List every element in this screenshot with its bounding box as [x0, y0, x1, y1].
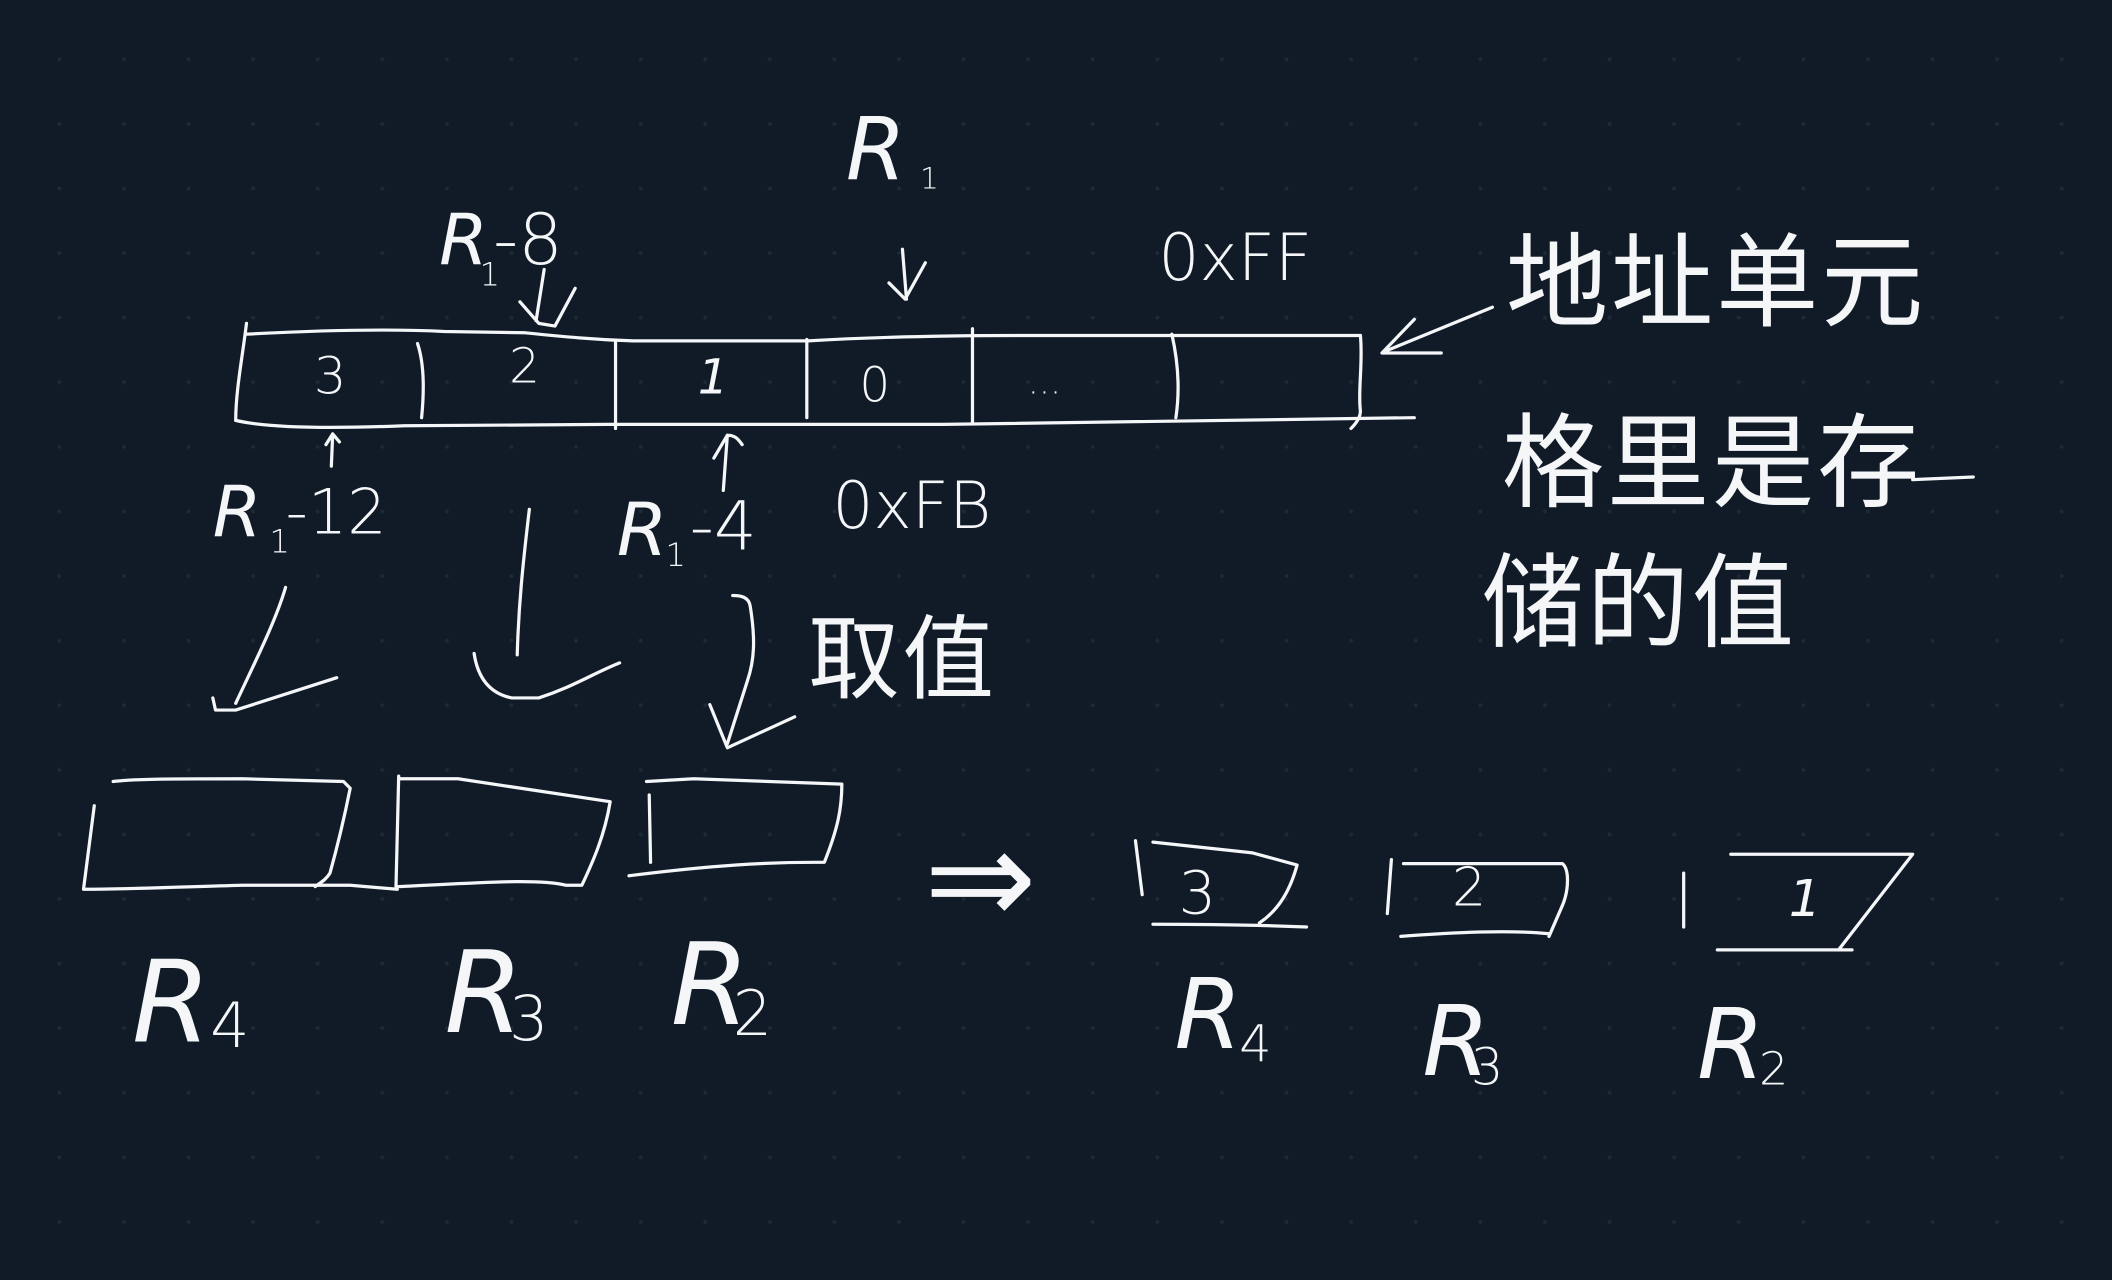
register-box [81, 777, 399, 891]
r4-sub: 4 [210, 989, 249, 1062]
registers-before: R 4 R 3 R 2 [81, 774, 844, 1069]
cell-value-ellipsis: ... [1028, 361, 1061, 402]
r1m4-base: R [617, 488, 668, 573]
register-value: 2 [1452, 855, 1486, 918]
r1m8-sub: 1 [480, 256, 501, 294]
label-r1-minus-12: R 1 -12 [213, 432, 387, 560]
r3-sub: 3 [1471, 1038, 1504, 1098]
register-r3-filled: 2 R 3 [1385, 855, 1570, 1098]
registers-after: 3 R 4 2 R 3 1 R 2 [1133, 839, 1915, 1101]
register-box [1385, 858, 1570, 939]
annotation-address-unit: 地址单元 [1380, 224, 1926, 355]
register-r4-empty: R 4 [81, 777, 399, 1069]
arrow-left-icon [1380, 305, 1495, 355]
load-arrows: 取值 [211, 507, 997, 750]
arrow-load-r2-icon [708, 593, 797, 750]
register-r2-filled: 1 R 2 [1682, 852, 1915, 1101]
r3-sub: 3 [509, 982, 548, 1055]
r1m4-sub: 1 [665, 536, 686, 574]
cell-value-2: 2 [509, 339, 540, 395]
r1m12-sub: 1 [269, 522, 290, 560]
arrow-down-icon [518, 267, 577, 328]
r1m8-suffix: -8 [493, 199, 563, 281]
address-label-0xfb: 0xFB [832, 469, 991, 544]
r4-base: R [1175, 958, 1242, 1071]
r1m12-base: R [213, 471, 262, 553]
address-label-0xff: 0xFF [1158, 221, 1312, 296]
strip-bottom-edge [234, 416, 1416, 429]
implies-arrow-icon: ⇒ [924, 799, 1037, 956]
r1m4-suffix: -4 [690, 487, 757, 566]
r1m8-base: R [439, 199, 488, 281]
r4-base: R [132, 936, 211, 1068]
register-value: 3 [1179, 859, 1217, 928]
strip-top-edge [244, 328, 1363, 343]
cell-value-0: 0 [859, 358, 890, 414]
r3-base: R [1422, 985, 1489, 1098]
arrow-down-icon [887, 247, 927, 301]
r2-sub: 2 [733, 977, 772, 1050]
arrow-load-r4-icon [211, 585, 339, 712]
strip-left-edge [234, 321, 249, 422]
register-r2-empty: R 2 [627, 777, 844, 1051]
cell-divider-1 [415, 341, 425, 420]
r2-sub: 2 [1759, 1042, 1788, 1096]
register-box [1682, 852, 1915, 952]
memory-strip: 3 2 1 0 ... [234, 321, 1416, 431]
r2-base: R [1697, 988, 1764, 1101]
register-box [627, 777, 844, 878]
r1m12-suffix: -12 [286, 476, 387, 549]
arrow-up-icon [324, 432, 342, 468]
register-r3-empty: R 3 [394, 774, 612, 1059]
r3-base: R [444, 927, 523, 1059]
strip-right-edge [1349, 333, 1363, 431]
label-r1: R 1 [846, 100, 939, 301]
label-r1-minus-8: R 1 -8 [439, 199, 577, 328]
register-box [1133, 839, 1309, 929]
r1-sub: 1 [920, 161, 939, 196]
cell-stores-value-line1: 格里是存 [1502, 405, 1922, 524]
annotation-cell-stores-value: 格里是存 储的值 [1482, 405, 1975, 664]
address-unit-text: 地址单元 [1506, 224, 1926, 343]
r1-base: R [846, 100, 906, 200]
register-value: 1 [1789, 869, 1822, 929]
label-r1-minus-4: R 1 -4 [617, 433, 757, 574]
arrow-up-icon [712, 433, 744, 493]
cell-stores-value-line2: 储的值 [1482, 545, 1797, 664]
arrow-load-r3-icon [472, 507, 622, 700]
cell-divider-5 [1170, 332, 1180, 420]
cell-value-3: 3 [314, 346, 347, 406]
r2-base: R [671, 919, 750, 1051]
register-r4-filled: 3 R 4 [1133, 839, 1309, 1075]
stroke-tail [1911, 475, 1975, 482]
take-value-text: 取值 [808, 606, 997, 713]
register-box [394, 774, 612, 889]
cell-value-1: 1 [698, 349, 729, 405]
r4-sub: 4 [1239, 1015, 1272, 1075]
